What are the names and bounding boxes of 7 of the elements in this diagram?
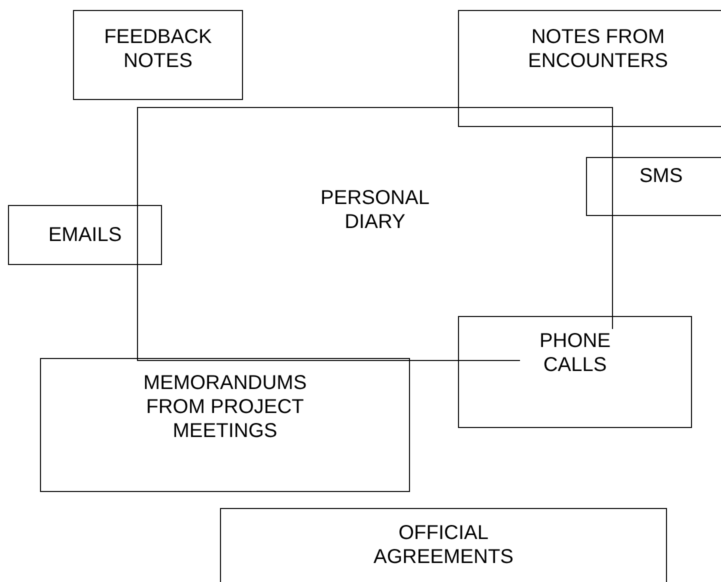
text-box — [73, 10, 243, 100]
text-box — [458, 10, 721, 127]
text-box — [40, 358, 410, 492]
text-box — [586, 157, 721, 216]
text-box — [458, 316, 692, 428]
text-box — [8, 205, 162, 265]
text-box — [220, 508, 667, 582]
